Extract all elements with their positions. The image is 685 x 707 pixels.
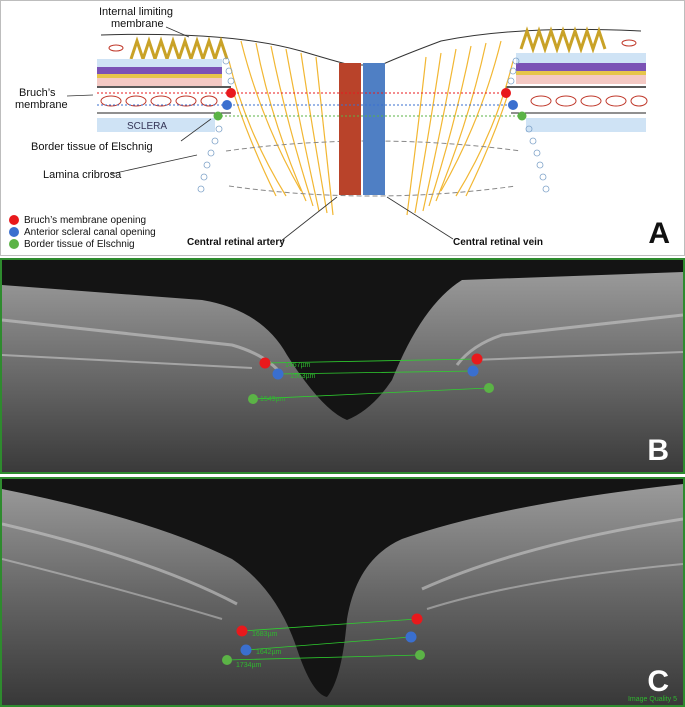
border-tissue-label: Border tissue of Elschnig [31,141,153,153]
measurement-border-tissue: 1549µm [260,396,286,403]
legend: Bruch’s membrane opening Anterior sclera… [9,214,156,250]
left-retina-layer-blue [97,59,222,67]
ascco-marker-left [222,100,232,110]
bmo-marker-right [501,88,511,98]
measurement-bmo: 1683µm [252,631,278,638]
bmo-marker-left [236,625,248,637]
border-tissue-marker-right [484,383,494,393]
border-tissue-marker-left [213,111,223,121]
measurement-bmo: 1467µm [285,362,311,369]
oct-scan-panel-c: 1683µm 1642µm 1734µm C Image Quality 5 [0,477,685,707]
left-retina-layer-pink [97,78,222,86]
measurement-ascco: 1563µm [290,373,316,380]
ascco-marker-left [240,644,252,656]
right-zigzag-layer [519,26,607,54]
right-retina-layer-pink [516,75,646,84]
bmo-marker-right [471,353,483,365]
ascco-dot-icon [9,227,19,237]
ascco-marker-right [467,365,479,377]
panel-letter-a: A [648,217,670,250]
central-retinal-artery [339,63,361,195]
ascco-marker-right [508,100,518,110]
right-retina-layer-purple [516,63,646,71]
lamina-cribrosa-label: Lamina cribrosa [43,169,122,181]
retina-tissue-b [2,272,683,472]
central-retinal-vein [363,63,385,195]
image-quality-label: Image Quality 5 [627,696,677,703]
left-sclera [97,118,215,132]
bmo-dot-icon [9,215,19,225]
legend-item-ascco: Anterior scleral canal opening [9,226,156,238]
border-tissue-marker-left [248,394,258,404]
panel-letter-c: C [647,665,669,698]
vein-label: Central retinal vein [453,237,544,248]
bruch-label-line2: membrane [15,99,68,111]
bmo-marker-right [411,613,423,625]
onh-schematic [66,26,648,242]
legend-label: Bruch’s membrane opening [24,214,147,226]
legend-label: Anterior scleral canal opening [24,226,156,238]
schematic-panel: Internal limiting membrane Bruch’s membr… [0,0,685,256]
panel-letter-b: B [647,434,669,467]
left-zigzag-layer [129,36,229,64]
ascco-marker-right [405,631,417,643]
legend-item-bmo: Bruch’s membrane opening [9,214,156,226]
border-tissue-marker-right [517,111,527,121]
sclera-label: SCLERA [127,121,168,132]
legend-label: Border tissue of Elschnig [24,238,135,250]
lamina-cribrosa-lower [228,185,517,197]
right-retina-layer-yellow [516,71,646,75]
measurement-ascco: 1642µm [256,649,282,656]
ilm-label-line1: Internal limiting [99,6,173,18]
right-retina-layer-blue [516,53,646,63]
retina-tissue-c [2,484,683,705]
bmo-marker-left [226,88,236,98]
border-tissue-marker-right [415,650,425,660]
measurement-border-tissue: 1734µm [236,662,262,669]
ascco-marker-left [272,368,284,380]
bmo-marker-left [259,357,271,369]
left-retina-layer-purple [97,67,222,74]
border-tissue-marker-left [222,655,232,665]
artery-label: Central retinal artery [187,237,285,248]
bruch-label-line1: Bruch’s [19,87,56,99]
oct-scan-b [2,260,683,472]
ilm-label-line2: membrane [111,18,164,30]
legend-item-border-tissue: Border tissue of Elschnig [9,238,156,250]
right-sclera [526,118,646,132]
nerve-fibers [228,40,514,216]
oct-scan-panel-b: 1467µm 1563µm 1549µm B [0,258,685,474]
oct-scan-c [2,479,683,705]
border-tissue-dot-icon [9,239,19,249]
left-retina-layer-yellow [97,74,222,78]
